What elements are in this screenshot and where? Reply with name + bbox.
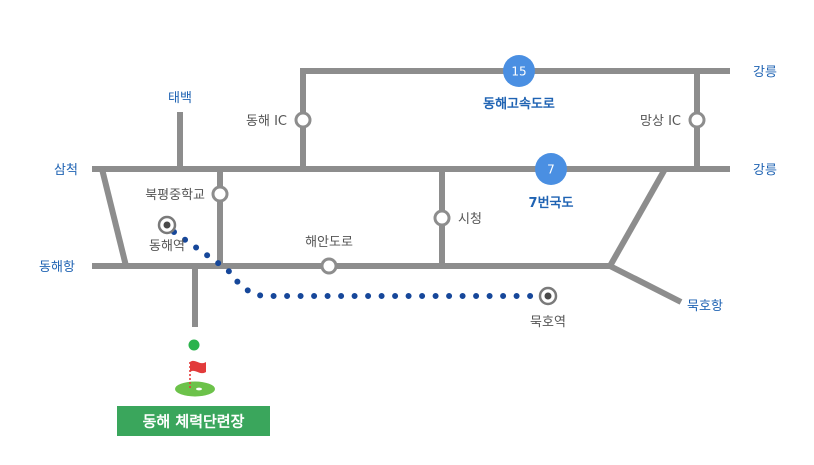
golf-flag-icon (175, 360, 215, 397)
highway-15-badge: 15 (503, 55, 535, 87)
destination-name: 동해 체력단련장 (143, 413, 245, 431)
school-node (211, 185, 229, 203)
highway-name-label: 동해고속도로 (483, 96, 555, 112)
donghae-station-icon (157, 215, 177, 235)
roads (92, 68, 730, 327)
school-label: 북평중학교 (145, 188, 205, 203)
gangneung-route7-label: 강릉 (753, 163, 777, 178)
mukho-port-road (608, 263, 683, 305)
highway-road (300, 68, 730, 169)
mangsang-ic-node (688, 111, 706, 129)
destination-label-box: 동해 체력단련장 (117, 406, 270, 436)
mukho-port-label: 묵호항 (687, 299, 723, 314)
donghae-station-label: 동해역 (149, 239, 185, 254)
donghae-ic-label: 동해 IC (246, 114, 287, 129)
taebaek-label: 태백 (168, 91, 192, 106)
donghae-port-label: 동해항 (39, 260, 75, 275)
samcheok-label: 삼척 (54, 163, 78, 178)
city-hall-label: 시청 (458, 212, 482, 227)
coastal-road-node (320, 257, 338, 275)
railway-line (171, 229, 541, 299)
destination-dot-icon (188, 339, 200, 351)
city-hall-node (433, 209, 451, 227)
west-diagonal-road (99, 168, 129, 267)
mukho-station-icon (538, 286, 558, 306)
mukho-station-label: 묵호역 (530, 315, 566, 330)
gangneung-highway-label: 강릉 (753, 65, 777, 80)
route-badge-number: 7 (547, 163, 555, 177)
mangsang-ic-label: 망상 IC (640, 114, 681, 129)
route7-name-label: 7번국도 (529, 196, 574, 211)
east-diagonal-road (607, 167, 668, 268)
route-7-badge: 7 (535, 153, 567, 185)
highway-badge-number: 15 (511, 65, 526, 79)
donghae-ic-node (294, 111, 312, 129)
coastal-road-label: 해안도로 (305, 235, 353, 250)
